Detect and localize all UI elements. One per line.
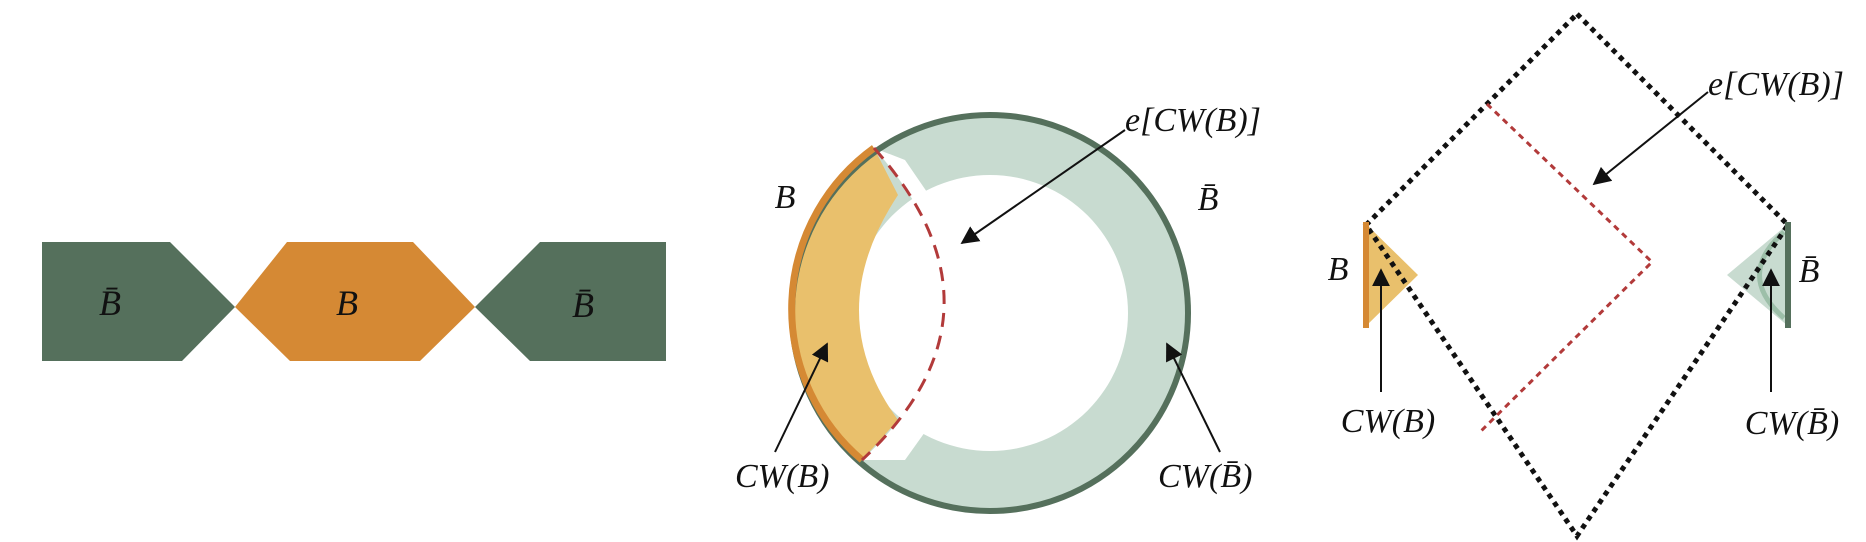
panel2-ew-arrow (960, 129, 1126, 245)
entanglement-wedge-boundary (1478, 102, 1655, 434)
extremal-surface-dashed (860, 147, 946, 462)
panel2-b-label: B (775, 179, 796, 216)
panel3-bbar-label: B̄ (1799, 253, 1820, 290)
panel2-cwbbar-arrow (1166, 342, 1221, 453)
panel1-right-label: B̄ (572, 285, 594, 325)
panel3-cwbbar-label: CW(B̄) (1745, 405, 1839, 442)
center-b-region (235, 242, 475, 361)
left-bbar-region (42, 242, 235, 361)
panel-1-strip: B̄ B B̄ (42, 242, 666, 361)
right-bbar-region (475, 242, 666, 361)
panel2-bbar-label: B̄ (1198, 181, 1219, 218)
panel3-b-label: B (1328, 251, 1349, 288)
penrose-diamond (1362, 10, 1792, 541)
entanglement-wedge-gap (862, 148, 1010, 460)
panel1-center-label: B (336, 283, 358, 323)
cw-b-wedge (792, 148, 898, 460)
panel2-cwb-label: CW(B) (735, 458, 829, 495)
panel-3-penrose: e[CW(B)] B B̄ CW(B) CW(B̄) (1328, 10, 1844, 541)
cw-bbar-curve (1757, 230, 1786, 320)
panel2-ew-label: e[CW(B)] (1125, 102, 1261, 139)
panel2-cwb-arrow (774, 342, 829, 453)
panel1-left-label: B̄ (99, 283, 121, 323)
panel3-ew-arrow (1592, 91, 1709, 186)
panel2-cwbbar-label: CW(B̄) (1158, 458, 1252, 495)
panel3-cwb-label: CW(B) (1341, 403, 1435, 440)
cw-b-penrose-wedge (1366, 224, 1418, 326)
b-boundary-arc (788, 145, 877, 463)
panel-2-circle: B B̄ e[CW(B)] CW(B) CW(B̄) (735, 102, 1261, 514)
panel3-ew-label: e[CW(B)] (1708, 66, 1844, 103)
